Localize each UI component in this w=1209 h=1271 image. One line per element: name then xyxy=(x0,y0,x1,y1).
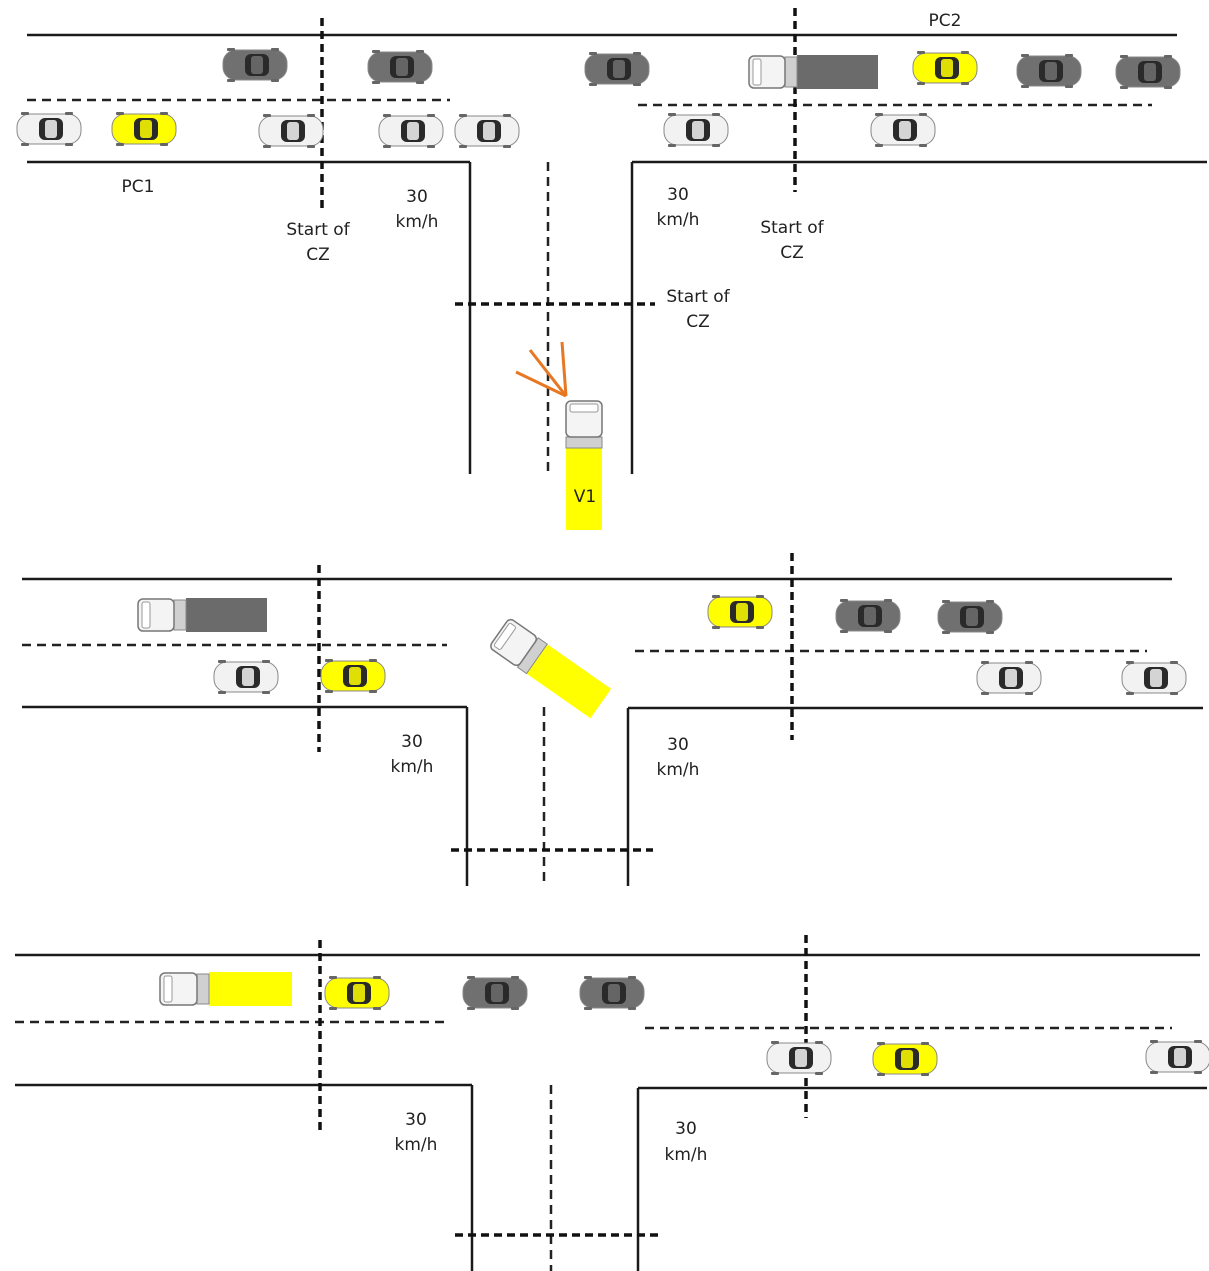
cz-label-line1: Start of xyxy=(666,287,730,307)
car-yellow-pc1 xyxy=(324,975,390,1011)
speed-limit-value: 30 xyxy=(667,185,689,205)
car-grey xyxy=(367,49,433,85)
car-white xyxy=(378,113,444,149)
speed-limit-unit: km/h xyxy=(395,1135,438,1155)
car-white xyxy=(258,113,324,149)
cz-label-line2: CZ xyxy=(306,245,330,265)
car-white xyxy=(870,112,936,148)
car-grey xyxy=(462,975,528,1011)
speed-limit-unit: km/h xyxy=(665,1145,708,1165)
car-grey xyxy=(1115,54,1181,90)
truck-yellow-v1 xyxy=(565,400,603,530)
truck-grey xyxy=(137,598,267,632)
speed-limit-value: 30 xyxy=(401,732,423,752)
speed-limit-value: 30 xyxy=(667,735,689,755)
panel-1: PC1 PC2 V1 30 km/h 30 km/h Start of CZ S… xyxy=(16,8,1207,530)
car-white xyxy=(976,660,1042,696)
speed-limit-unit: km/h xyxy=(657,210,700,230)
truck-grey xyxy=(748,55,878,89)
panel-3: 30 km/h 30 km/h xyxy=(15,935,1209,1271)
truck-yellow-v1 xyxy=(159,972,292,1006)
speed-limit-value: 30 xyxy=(406,187,428,207)
speed-limit-unit: km/h xyxy=(396,212,439,232)
car-yellow xyxy=(707,594,773,630)
car-white xyxy=(454,113,520,149)
car-white xyxy=(16,111,82,147)
cz-label-line1: Start of xyxy=(286,220,350,240)
truck-yellow-v1-turning xyxy=(490,618,612,719)
car-yellow xyxy=(872,1041,938,1077)
cz-label-line1: Start of xyxy=(760,218,824,238)
speed-limit-unit: km/h xyxy=(657,760,700,780)
speed-limit-value: 30 xyxy=(675,1119,697,1139)
car-yellow xyxy=(912,50,978,86)
car-grey xyxy=(222,47,288,83)
pc1-label: PC1 xyxy=(122,177,155,197)
car-grey xyxy=(835,598,901,634)
car-grey xyxy=(937,599,1003,635)
car-white xyxy=(663,112,729,148)
cz-label-line2: CZ xyxy=(686,312,710,332)
car-grey xyxy=(584,51,650,87)
car-white xyxy=(213,659,279,695)
car-grey xyxy=(1016,53,1082,89)
speed-limit-unit: km/h xyxy=(391,757,434,777)
car-white xyxy=(1145,1039,1209,1075)
speed-limit-value: 30 xyxy=(405,1110,427,1130)
v1-label: V1 xyxy=(574,487,596,507)
pc2-label: PC2 xyxy=(929,11,962,31)
cz-label-line2: CZ xyxy=(780,243,804,263)
panel-2: 30 km/h 30 km/h xyxy=(22,553,1203,886)
turn-signal-indicator xyxy=(515,341,568,398)
car-white xyxy=(766,1040,832,1076)
car-yellow-pc1 xyxy=(320,658,386,694)
car-grey xyxy=(579,975,645,1011)
car-yellow-pc1 xyxy=(111,111,177,147)
car-white xyxy=(1121,660,1187,696)
